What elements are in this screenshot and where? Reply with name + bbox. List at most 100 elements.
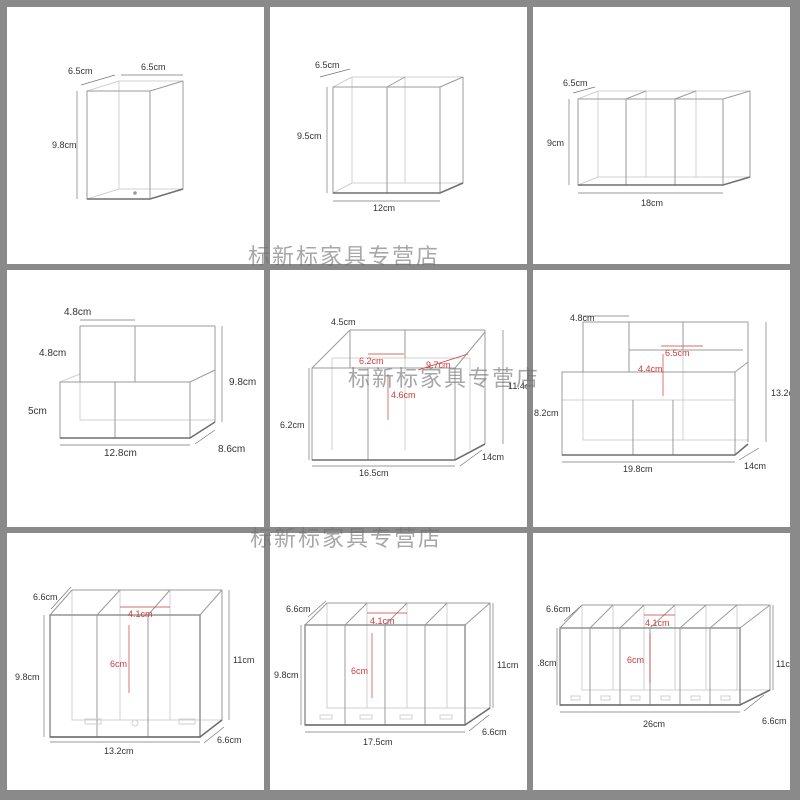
inner-dimension-label: 4.1cm xyxy=(370,616,395,626)
holder-front-edges xyxy=(577,90,751,186)
dimension-label: 17.5cm xyxy=(363,737,393,747)
product-panel-4: 4.8cm 4.8cm 9.8cm 5cm 12.8cm 8.6cm xyxy=(7,270,264,527)
dimension-label: 6.5cm xyxy=(563,78,588,88)
product-panel-5: 4.5cm 6.2cm 9.7cm 11.4c 4.6cm 6.2cm 16.5… xyxy=(270,270,527,527)
inner-dimension-label: 4.1cm xyxy=(645,618,670,628)
dimension-lines xyxy=(562,315,767,463)
dimension-label: 11cm xyxy=(497,660,519,670)
dimension-label: 4.8cm xyxy=(64,307,92,318)
holder-base xyxy=(87,188,184,200)
inner-dimension-lines xyxy=(661,345,703,396)
inner-dimension-label: 6.5cm xyxy=(665,348,690,358)
dimension-label: 11cm xyxy=(233,655,255,665)
holder-back-edges xyxy=(577,90,751,186)
store-watermark: 标新标家具专营店 xyxy=(250,527,443,552)
dimension-lines xyxy=(60,319,223,446)
dimension-label: 9.8cm xyxy=(274,670,299,680)
inner-dimension-lines xyxy=(368,353,469,420)
dimension-label: 4.8cm xyxy=(570,313,595,323)
inner-dimension-label: 6cm xyxy=(110,659,128,669)
inner-dimension-label: 6cm xyxy=(351,666,369,676)
dimension-label: 6.6cm xyxy=(482,727,507,737)
dimension-lines xyxy=(319,68,440,202)
inner-dimension-label: 4.1cm xyxy=(128,609,153,619)
dimension-label: 6.5cm xyxy=(315,60,340,70)
dimension-label: 9.8cm xyxy=(15,672,40,682)
pen-holder-large-stepped-drawing xyxy=(561,315,767,463)
dimension-label: 11.4c xyxy=(508,381,527,391)
holder-base xyxy=(305,707,491,726)
inner-dimension-label: 4.4cm xyxy=(638,364,663,374)
dimension-label: 6.5cm xyxy=(68,66,93,76)
store-watermark: 标新标家具专营店 xyxy=(248,245,441,270)
inner-dimension-lines xyxy=(120,606,170,693)
dimension-label: 16.5cm xyxy=(359,468,389,478)
holder-back-edges xyxy=(562,321,749,441)
pen-holder-three-compartment-drawing xyxy=(568,86,751,194)
holder-tall-section xyxy=(582,321,749,442)
holder-base xyxy=(560,689,771,706)
dimension-label: 14cm xyxy=(482,452,505,462)
dimension-label: 8.2cm xyxy=(534,408,559,418)
dimension-label: 6.6cm xyxy=(33,592,58,602)
inner-dimension-label: 6cm xyxy=(627,655,645,665)
dimension-lines xyxy=(300,600,494,733)
holder-base xyxy=(312,443,486,461)
dimension-label: 5cm xyxy=(28,406,47,417)
holder-base xyxy=(562,443,749,456)
inner-dimension-label: 4.6cm xyxy=(391,390,416,400)
dimension-label: 6.6cm xyxy=(762,716,787,726)
holder-base xyxy=(578,176,751,186)
pen-holder-single-drawing xyxy=(76,74,184,200)
pen-holder-two-tier-drawing xyxy=(59,319,223,446)
holder-front-section xyxy=(59,369,216,439)
dimension-label: 9cm xyxy=(547,138,565,148)
dimension-label: 6.2cm xyxy=(280,420,305,430)
dimension-label: 9.8cm xyxy=(52,140,77,150)
holder-front-edges xyxy=(304,602,491,726)
holder-front-section xyxy=(561,361,749,456)
inner-dimension-lines xyxy=(367,612,407,698)
dimension-lines xyxy=(43,586,230,744)
holder-front-edges xyxy=(86,80,184,200)
pen-holder-two-compartment-drawing xyxy=(319,68,464,202)
dimension-label: 6.6cm xyxy=(217,735,242,745)
holder-back-section xyxy=(311,329,486,444)
product-panel-6: 4.8cm 6.5cm 4.4cm 13.2c 8.2cm 19.8cm 14c… xyxy=(533,270,790,527)
dimension-label: 26cm xyxy=(643,719,666,729)
dimension-label: 18cm xyxy=(641,198,664,208)
dimension-label: 11cm xyxy=(776,659,790,669)
holder-back-edges xyxy=(59,325,216,421)
holder-back-edges xyxy=(581,604,771,691)
dimension-label: 8.6cm xyxy=(218,444,246,455)
pen-holder-three-slot-drawing xyxy=(43,586,230,744)
dimension-lines xyxy=(76,74,183,199)
holder-back-edges xyxy=(332,76,464,194)
holder-tall-section xyxy=(79,325,216,422)
dimension-label: 6.6cm xyxy=(286,604,311,614)
product-panel-7: 6.6cm 4.1cm 11cm 6cm 9.8cm 13.2cm 6.6cm xyxy=(7,533,264,790)
dimension-lines xyxy=(556,605,774,713)
inner-dimension-label: 6.2cm xyxy=(359,356,384,366)
holder-back-edges xyxy=(86,80,184,200)
dimension-label: 9.8cm xyxy=(229,377,257,388)
dimension-label: .8cm xyxy=(537,658,557,668)
dimension-label: 13.2cm xyxy=(104,746,134,756)
dimension-label: 6.6cm xyxy=(546,604,571,614)
dimension-label: 12cm xyxy=(373,203,396,213)
product-panel-3: 6.5cm 9cm 18cm xyxy=(533,7,790,264)
holder-base xyxy=(333,182,464,194)
holder-inner-edges xyxy=(331,357,471,450)
dimension-label: 13.2c xyxy=(771,388,790,398)
product-panel-8: 6.6cm 4.1cm 11cm 6cm 9.8cm 17.5cm 6.6cm xyxy=(270,533,527,790)
dimension-lines xyxy=(568,86,723,194)
dimension-label: 4.5cm xyxy=(331,317,356,327)
dimension-label: 14cm xyxy=(744,461,767,471)
dimension-label: 6.5cm xyxy=(141,62,166,72)
inner-dimension-label: 9.7cm xyxy=(426,360,451,370)
pen-holder-six-slot-drawing xyxy=(556,604,774,713)
pen-holder-four-slot-drawing xyxy=(300,600,494,733)
holder-base xyxy=(60,421,216,439)
dimension-label: 4.8cm xyxy=(39,348,67,359)
store-watermark: 标新标家具专营店 xyxy=(348,367,541,392)
